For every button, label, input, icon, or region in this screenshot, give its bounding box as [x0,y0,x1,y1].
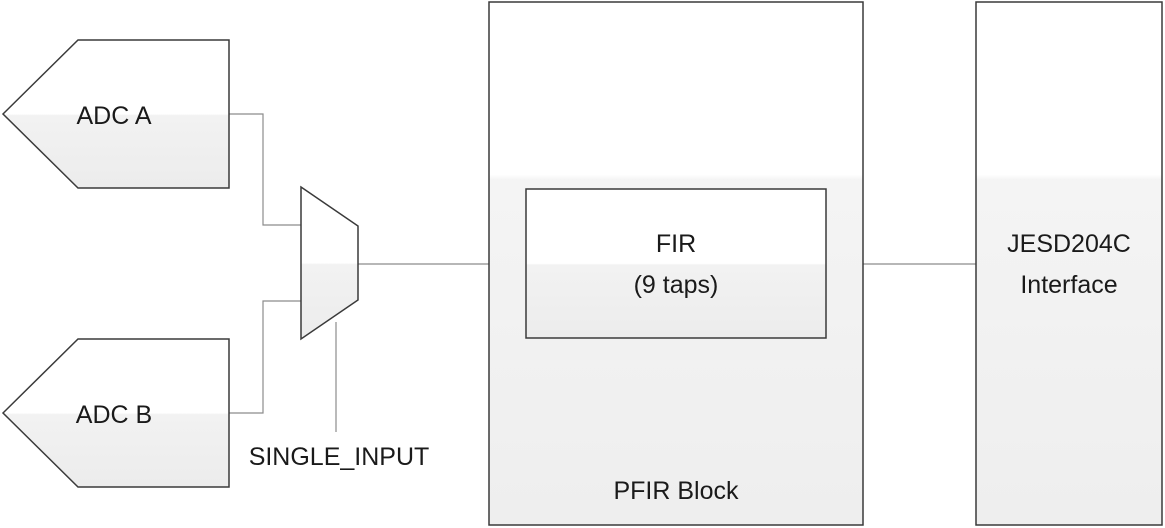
adc-b-shape [1,338,230,488]
jesd-interface-shape [975,1,1163,526]
jesd-label-line2: Interface [1020,271,1117,299]
fir-block-shape [525,188,827,339]
adc-b-label: ADC B [76,401,152,429]
jesd-label-line1: JESD204C [1007,230,1131,258]
fir-label-line2: (9 taps) [634,271,719,299]
fir-label-line1: FIR [656,230,696,258]
mux-shape [300,185,359,341]
wire-adc-b-to-mux [229,300,301,414]
single-input-label: SINGLE_INPUT [249,443,430,471]
fir-block: FIR (9 taps) [525,188,827,339]
pfir-block-label: PFIR Block [613,477,739,505]
adc-b-block: ADC B [1,338,230,488]
adc-a-block: ADC A [1,39,230,189]
mux-block: SINGLE_INPUT [249,185,430,471]
adc-a-label: ADC A [76,102,151,130]
wire-adc-a-to-mux [229,113,301,226]
jesd-interface-block: JESD204C Interface [975,1,1163,526]
adc-a-shape [1,39,230,189]
